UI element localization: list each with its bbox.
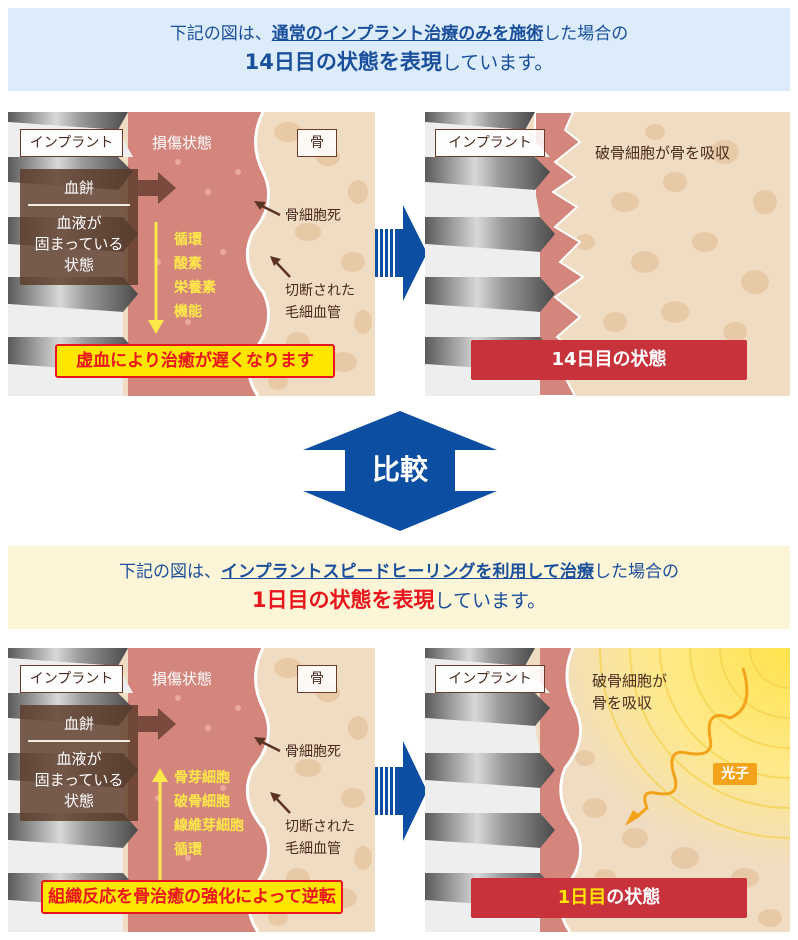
photon-label: 光子 [713,763,757,785]
day1-state-banner: 1日目の状態 [471,878,747,918]
panel-healing-damage: インプラント 損傷状態 骨 血餅 血液が 固まっている 状態 骨芽細胞 破骨細胞… [8,648,375,932]
cell-list: 骨芽細胞 破骨細胞 線維芽細胞 循環 [174,770,244,858]
caption-line-1: 下記の図は、通常のインプラント治療のみを施術した場合の [169,24,629,44]
progress-arrow-icon [375,205,427,301]
clot-arrow-icon [138,708,176,740]
day1-emphasis: 1日目 [557,887,607,908]
clot-divider [28,204,130,206]
blood-clot-box: 血餅 血液が 固まっている 状態 [20,705,138,821]
caption-emphasis: 14日目の状態を表現 [244,50,442,74]
callout-cut-capillaries: 切断された 毛細血管 [285,819,355,857]
bone-tag: 骨 [297,665,337,693]
callout-cut-capillaries: 切断された 毛細血管 [285,283,355,321]
blood-clot-box: 血餅 血液が 固まっている 状態 [20,169,138,285]
clot-divider [28,740,130,742]
photon-wave-icon [634,667,749,820]
callout-bone-cell-death: 骨細胞死 [285,208,341,224]
caption-emphasis: 1日目の状態を表現 [251,588,435,612]
day14-state-banner: 14日目の状態 [471,340,747,380]
damage-label: 損傷状態 [152,670,213,688]
panel-conventional-damage: インプラント 損傷状態 骨 血餅 血液が 固まっている 状態 循環 酸素 栄養素… [8,112,375,396]
caption-highlight: 通常のインプラント治療のみを施術 [271,24,544,44]
clot-arrow-icon [138,172,176,204]
clot-title: 血餅 [63,179,94,197]
panel-healing-day1: インプラント 破骨細胞が 骨を吸収 光子 1日目の状態 [425,648,790,932]
damage-label: 損傷状態 [152,134,213,152]
bone-tag: 骨 [297,129,337,157]
conventional-caption: 下記の図は、通常のインプラント治療のみを施術した場合の 14日目の状態を表現して… [8,8,790,91]
implant-tag: インプラント [435,129,545,157]
implant-tag: インプラント [435,665,545,693]
implant-tag: インプラント [20,129,123,157]
callout-bone-cell-death: 骨細胞死 [285,744,341,760]
progress-arrow-icon [375,741,427,841]
implant-tag: インプラント [20,665,123,693]
compare-label: 比較 [371,453,428,486]
caption-highlight: インプラントスピードヒーリングを利用して治療 [221,562,594,582]
healing-caption: 下記の図は、インプラントスピードヒーリングを利用して治療した場合の 1日目の状態… [8,546,790,629]
reversal-banner: 組織反応を骨治癒の強化によって逆転 [41,880,343,914]
caption-line-2: 1日目の状態を表現しています。 [251,588,547,612]
ischemia-warning: 虚血により治癒が遅くなります [55,344,335,378]
caption-line-1: 下記の図は、インプラントスピードヒーリングを利用して治療した場合の [119,562,679,582]
flow-list: 循環 酸素 栄養素 機能 [174,232,216,320]
compare-double-arrow-icon [303,411,497,531]
caption-line-2: 14日目の状態を表現しています。 [244,50,554,74]
panel-conventional-day14: インプラント 破骨細胞が骨を吸収 14日目の状態 [425,112,790,396]
resorption-note: 破骨細胞が 骨を吸収 [592,672,668,712]
clot-title: 血餅 [63,715,94,733]
resorption-note: 破骨細胞が骨を吸収 [595,144,731,162]
